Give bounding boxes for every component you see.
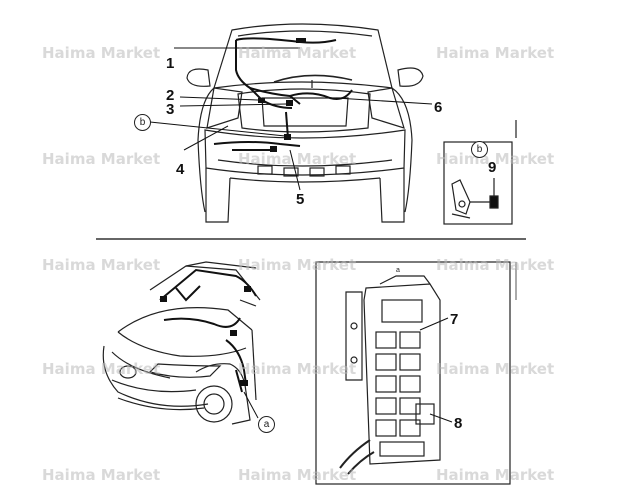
detail-box-b <box>443 120 517 225</box>
callout-4: 4 <box>176 161 185 178</box>
front-connectors <box>160 286 251 386</box>
watermark: Haima Market <box>436 44 555 62</box>
callout-3: 3 <box>166 101 175 118</box>
callout-2: 2 <box>166 87 175 104</box>
callout-8: 8 <box>454 415 463 432</box>
callout-1: 1 <box>166 55 175 72</box>
watermark: Haima Market <box>42 150 161 168</box>
callout-7: 7 <box>450 311 459 328</box>
watermark: Haima Market <box>42 466 161 484</box>
watermark: Haima Market <box>238 256 357 274</box>
watermark: Haima Market <box>42 256 161 274</box>
callout-5: 5 <box>296 191 305 208</box>
marker-b-detail: b <box>471 141 488 158</box>
callout-6: 6 <box>434 99 443 116</box>
marker-a-fuse: a <box>396 267 400 274</box>
watermark: Haima Market <box>238 44 357 62</box>
watermark: Haima Market <box>436 256 555 274</box>
watermark: Haima Market <box>436 360 555 378</box>
leader-lines-rear <box>149 47 433 191</box>
watermark: Haima Market <box>436 466 555 484</box>
front-harness <box>159 268 257 393</box>
rear-view-car <box>186 23 424 223</box>
marker-b-main: b <box>134 114 151 131</box>
watermark: Haima Market <box>42 360 161 378</box>
watermark: Haima Market <box>436 150 555 168</box>
leader-line-a-front <box>243 391 259 419</box>
front-view-car <box>102 261 261 425</box>
marker-a-front: a <box>258 416 275 433</box>
watermark: Haima Market <box>238 360 357 378</box>
callout-9: 9 <box>488 159 497 176</box>
watermark: Haima Market <box>238 466 357 484</box>
rear-connectors <box>258 38 306 152</box>
watermark: Haima Market <box>42 44 161 62</box>
fuse-box-detail <box>315 261 511 485</box>
fuse-leaders <box>419 317 453 423</box>
watermark: Haima Market <box>238 150 357 168</box>
